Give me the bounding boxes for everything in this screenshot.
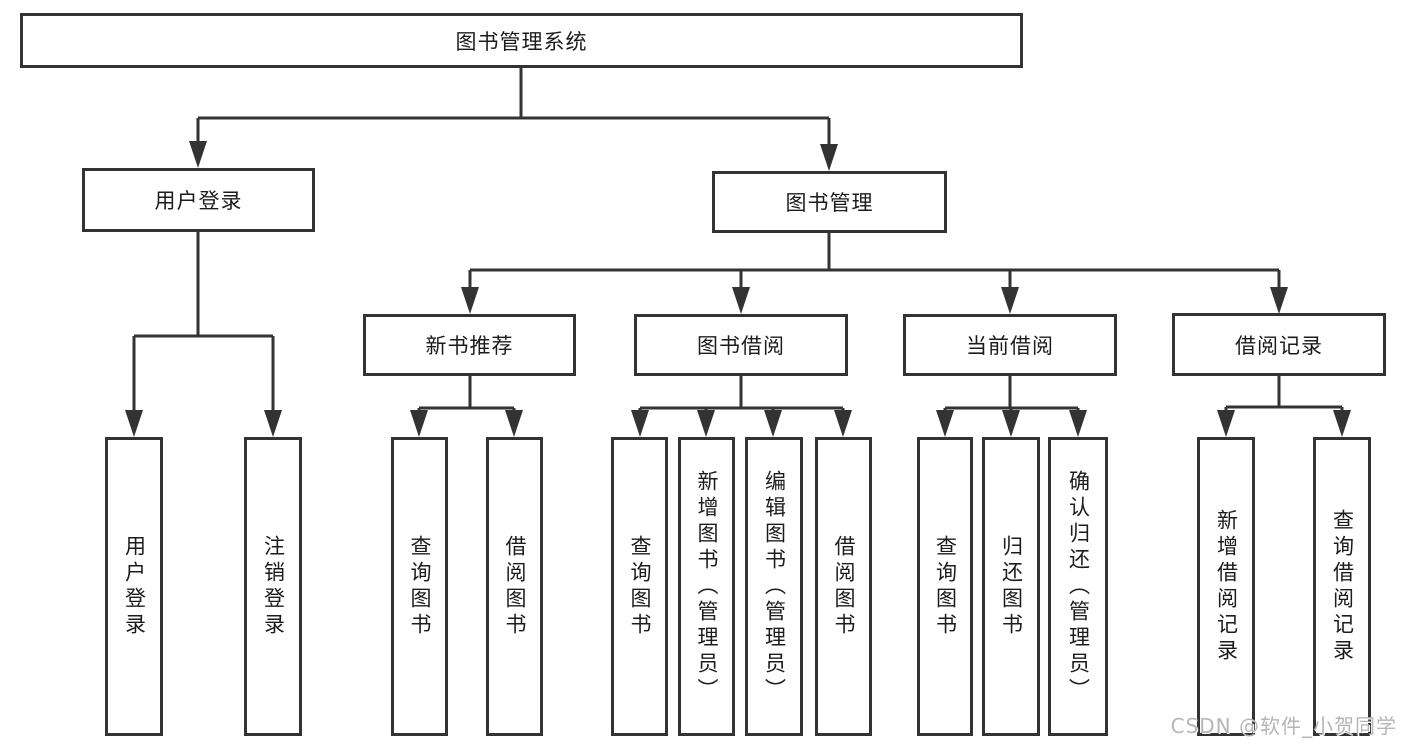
leaf-borrow-books-recommend: 借阅图书 (486, 437, 543, 736)
node-new-book-recommend: 新书推荐 (363, 314, 576, 376)
leaf-user-login-label: 用户登录 (122, 534, 147, 639)
connector-user-login-to-leaves (132, 232, 275, 431)
leaf-add-borrow-record-label: 新增借阅记录 (1214, 508, 1239, 665)
connector-book-borrowing-to-leaves (638, 376, 845, 431)
leaf-edit-books-admin-label: 编辑图书（管理员） (762, 469, 787, 704)
arrowheads (125, 141, 1351, 437)
node-book-borrowing: 图书借阅 (634, 314, 848, 376)
leaf-confirm-return-admin-label: 确认归还（管理员） (1066, 469, 1091, 704)
connector-book-management-to-level2 (468, 233, 1281, 308)
leaf-query-books-current-label: 查询图书 (933, 534, 958, 639)
csdn-watermark: CSDN @软件_小贺同学 (1170, 714, 1397, 738)
connector-root-to-level1 (196, 68, 831, 167)
node-root-library-management-system: 图书管理系统 (20, 13, 1023, 68)
connector-borrowing-records-to-leaves (1224, 376, 1344, 431)
leaf-borrow-books: 借阅图书 (815, 437, 872, 736)
leaf-borrow-books-label: 借阅图书 (832, 534, 856, 639)
leaf-edit-books-admin: 编辑图书（管理员） (745, 437, 803, 736)
leaf-query-borrow-record: 查询借阅记录 (1313, 437, 1371, 736)
leaf-logout-label: 注销登录 (261, 534, 286, 639)
leaf-query-books-current: 查询图书 (917, 437, 973, 736)
leaf-add-borrow-record: 新增借阅记录 (1197, 437, 1255, 736)
node-current-borrowing: 当前借阅 (903, 314, 1117, 376)
connector-new-book-recommend-to-leaves (417, 376, 516, 431)
leaf-add-books-admin: 新增图书（管理员） (678, 437, 735, 736)
leaf-query-borrow-record-label: 查询借阅记录 (1330, 508, 1355, 665)
leaf-confirm-return-admin: 确认归还（管理员） (1048, 437, 1108, 736)
leaf-add-books-admin-label: 新增图书（管理员） (695, 469, 719, 704)
leaf-query-books-borrowing: 查询图书 (611, 437, 668, 736)
node-user-login: 用户登录 (82, 168, 315, 232)
node-book-management: 图书管理 (712, 171, 947, 233)
node-borrowing-records: 借阅记录 (1172, 313, 1386, 376)
leaf-borrow-books-recommend-label: 借阅图书 (503, 534, 527, 639)
leaf-query-books-borrowing-label: 查询图书 (628, 534, 652, 639)
leaf-logout: 注销登录 (244, 437, 302, 736)
leaf-return-books: 归还图书 (982, 437, 1040, 736)
leaf-query-books-recommend-label: 查询图书 (408, 534, 432, 639)
leaf-user-login: 用户登录 (105, 437, 163, 736)
leaf-return-books-label: 归还图书 (999, 534, 1024, 639)
leaf-query-books-recommend: 查询图书 (391, 437, 448, 736)
